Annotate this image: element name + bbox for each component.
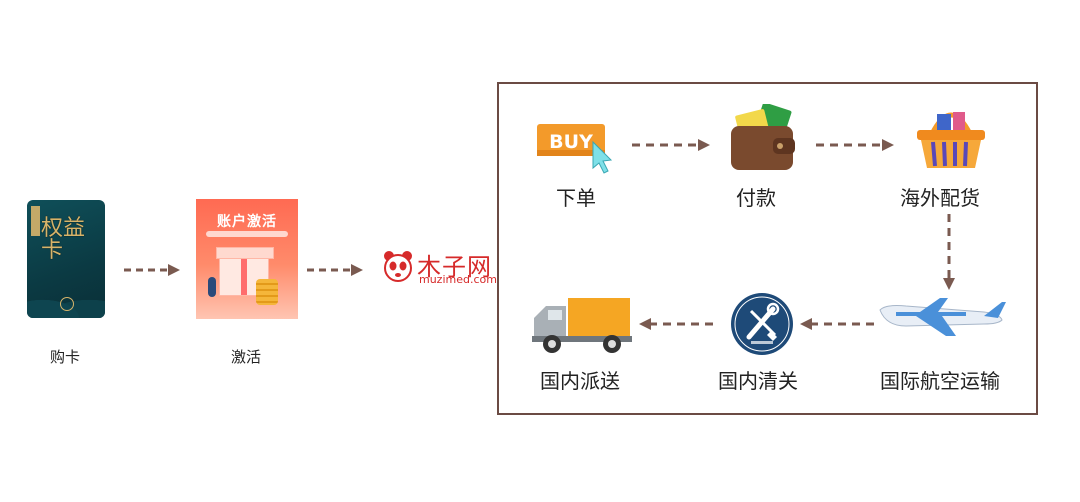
person-icon xyxy=(208,277,216,297)
shopping-basket-icon xyxy=(917,112,985,168)
muzi-logo: 木子网 muzimed.com xyxy=(383,247,497,287)
overseas-order-flow-box xyxy=(497,82,1038,415)
arrow-order-to-pay xyxy=(632,139,710,151)
arrow-flight-to-customs xyxy=(800,318,878,330)
logo-brand-text: 木子网 xyxy=(417,253,492,281)
step-order-label: 下单 xyxy=(556,186,596,210)
panda-logo-icon xyxy=(384,251,412,282)
step-stock-label: 海外配货 xyxy=(900,186,980,210)
poster-title: 账户激活 xyxy=(217,214,277,230)
step-pay-label: 付款 xyxy=(736,186,776,210)
airplane-icon xyxy=(879,298,1006,336)
arrow-activate-to-logo xyxy=(307,264,363,276)
svg-text:BUY: BUY xyxy=(549,131,593,153)
customs-emblem-icon xyxy=(731,293,793,355)
account-activation-poster: 账户激活 xyxy=(196,199,298,319)
poster-subtitle-bar xyxy=(206,231,288,237)
arrow-stock-to-flight xyxy=(943,214,955,290)
card-seal-icon xyxy=(60,297,74,311)
buy-button-icon: BUY xyxy=(537,124,613,174)
step-buy-card-label: 购卡 xyxy=(50,348,81,366)
wallet-icon xyxy=(731,104,795,170)
arrow-card-to-activate xyxy=(124,264,180,276)
delivery-truck-icon xyxy=(532,298,632,353)
arrow-customs-to-delivery xyxy=(639,318,717,330)
step-delivery-label: 国内派送 xyxy=(540,369,620,393)
card-title: 权益卡 xyxy=(41,216,86,263)
logo-url-text: muzimed.com xyxy=(419,273,497,286)
step-flight-label: 国际航空运输 xyxy=(880,369,1000,393)
coins-icon xyxy=(256,279,278,305)
card-strip xyxy=(31,206,40,236)
arrow-pay-to-stock xyxy=(816,139,894,151)
step-activate-label: 激活 xyxy=(231,348,262,366)
membership-card-image: 权益卡 xyxy=(27,200,105,318)
step-customs-label: 国内清关 xyxy=(718,369,798,393)
